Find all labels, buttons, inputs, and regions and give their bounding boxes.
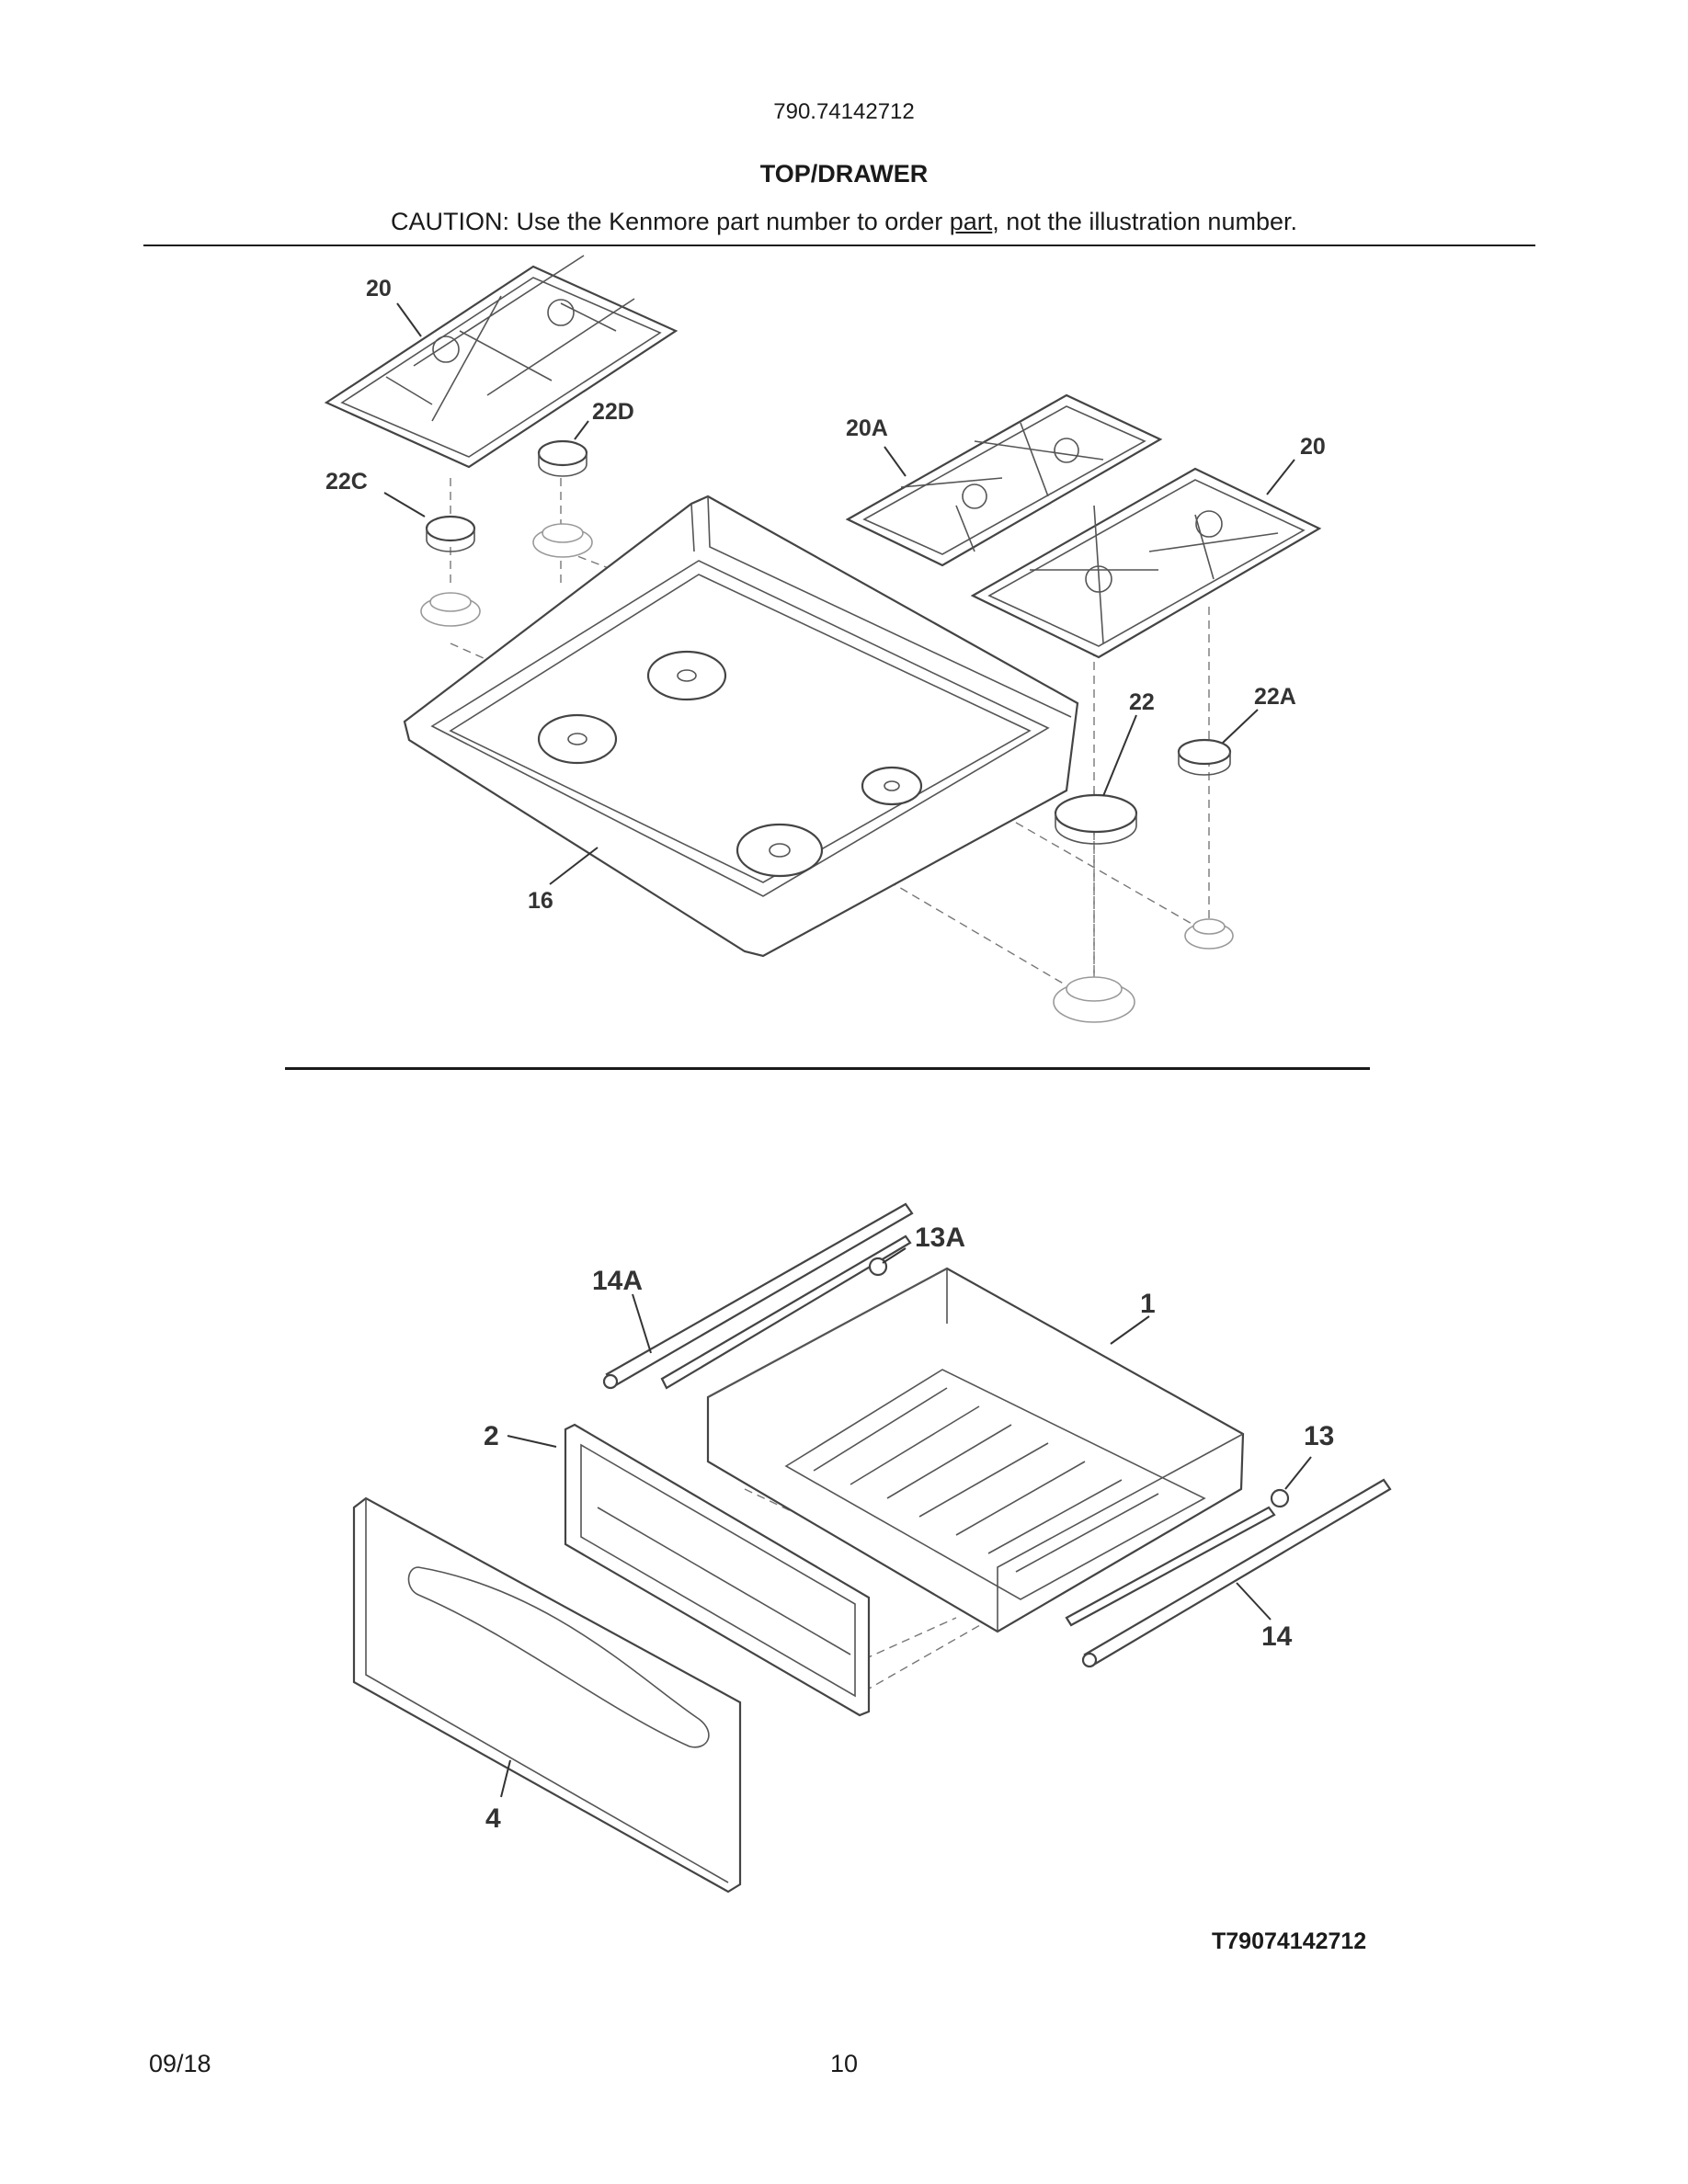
callout-22a: 22A	[1254, 684, 1296, 710]
roller-13	[1270, 1488, 1290, 1508]
callout-20a: 20A	[846, 415, 888, 441]
leader-lines-drawer	[500, 1247, 1312, 1798]
footer-date: 09/18	[149, 2050, 211, 2077]
drawer-rail-14a	[602, 1202, 914, 1390]
callout-22c: 22C	[325, 469, 368, 495]
callout-4: 4	[485, 1803, 501, 1834]
burner-cap-22c	[425, 515, 476, 542]
callout-13: 13	[1304, 1421, 1334, 1451]
leader-lines-top	[383, 302, 1295, 885]
drawer-front-panel	[352, 1496, 742, 1894]
callout-16: 16	[528, 888, 553, 914]
callout-20-left: 20	[366, 276, 392, 301]
callout-14a: 14A	[592, 1266, 643, 1296]
callout-13a: 13A	[915, 1223, 965, 1253]
burner-head-ghost-right	[1053, 918, 1234, 1023]
header-divider	[143, 245, 1535, 246]
section-title: TOP/DRAWER	[759, 160, 929, 188]
burner-cap-22	[1054, 793, 1138, 834]
page-number: 10	[829, 2050, 859, 2077]
callout-20-right: 20	[1300, 434, 1326, 460]
drawer-rail-14	[1065, 1478, 1392, 1668]
burner-grate-right	[970, 467, 1322, 659]
burner-grate-20a	[845, 393, 1163, 567]
callout-2: 2	[484, 1421, 499, 1451]
caution-note: CAUTION: Use the Kenmore part number to …	[0, 208, 1688, 236]
section-divider	[285, 1067, 1370, 1070]
callout-1: 1	[1140, 1289, 1156, 1319]
drawer-inner-panel	[564, 1423, 871, 1717]
model-number: 790.74142712	[773, 99, 915, 124]
burner-head-ghost-left	[420, 523, 593, 627]
burner-grate-left	[324, 255, 679, 469]
burner-cap-22d	[537, 439, 588, 467]
burner-cap-22a	[1177, 738, 1232, 766]
caution-suffix: , not the illustration number.	[992, 208, 1297, 235]
caution-prefix: CAUTION: Use the Kenmore part number to …	[391, 208, 950, 235]
callout-14: 14	[1261, 1621, 1293, 1652]
cooktop-main-top	[403, 495, 1079, 958]
callout-22d: 22D	[592, 399, 634, 425]
caution-part-link[interactable]: part	[949, 208, 993, 235]
drawer-body	[706, 1267, 1245, 1633]
figure-id: T79074142712	[1212, 1928, 1367, 1954]
callout-22: 22	[1129, 689, 1155, 715]
